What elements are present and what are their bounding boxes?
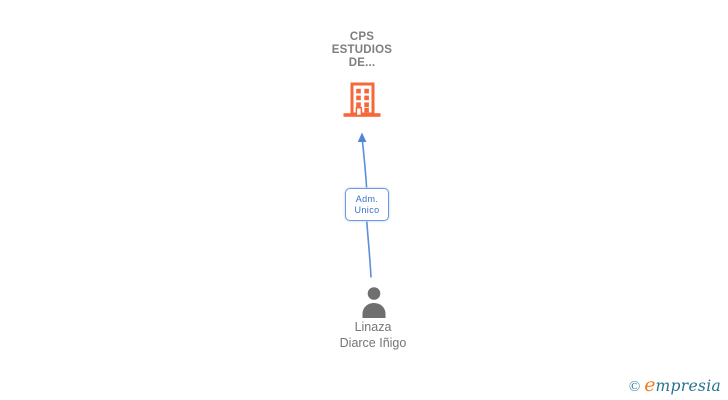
empresia-watermark[interactable]: © e mpresia bbox=[629, 374, 721, 396]
brand-text: mpresia bbox=[655, 377, 721, 395]
person-node[interactable] bbox=[359, 286, 389, 318]
relationship-label: Adm. Unico bbox=[345, 188, 389, 221]
person-name: Linaza Diarce Iñigo bbox=[293, 320, 453, 351]
brand-initial: e bbox=[644, 374, 656, 396]
connector-arrow-line bbox=[361, 141, 368, 188]
company-name-line: CPS bbox=[349, 31, 375, 43]
arrowhead-up-icon bbox=[357, 132, 367, 142]
company-node[interactable] bbox=[343, 82, 381, 119]
copyright-icon: © bbox=[628, 379, 641, 395]
person-name-line: Diarce Iñigo bbox=[339, 335, 407, 350]
company-name-line: DE... bbox=[348, 57, 376, 69]
connector-lower-line bbox=[366, 221, 372, 278]
relationship-label-line: Unico bbox=[354, 204, 380, 215]
relationship-label-line: Adm. bbox=[355, 193, 379, 204]
company-name: CPS ESTUDIOS DE... bbox=[282, 31, 442, 70]
person-icon bbox=[362, 287, 386, 318]
building-icon bbox=[343, 82, 381, 117]
company-name-line: ESTUDIOS bbox=[331, 44, 393, 56]
person-name-line: Linaza bbox=[354, 320, 392, 334]
